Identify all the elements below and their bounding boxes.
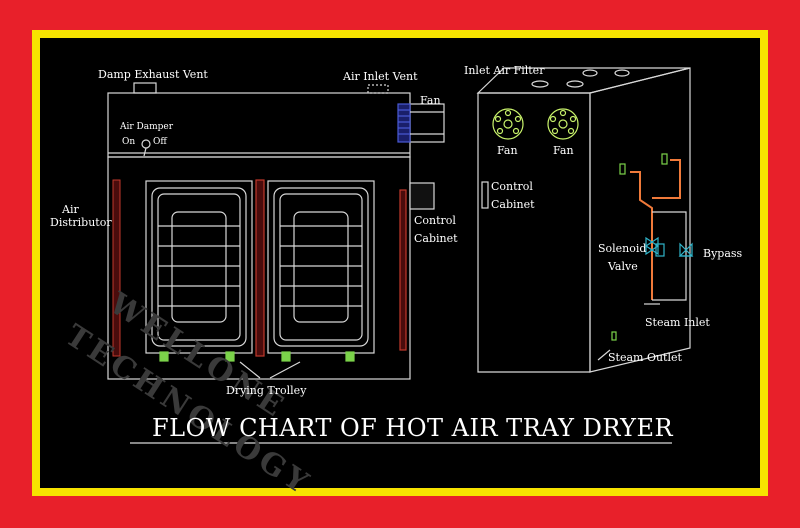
trolley-wheels: [159, 351, 355, 362]
label-drying-trolley: Drying Trolley: [226, 384, 307, 397]
air-distributor-left: [112, 179, 121, 357]
label-solenoid-1: Solenoid: [598, 242, 647, 255]
label-solenoid-2: Valve: [608, 260, 638, 273]
steam-fittings: [611, 153, 668, 341]
label-damp-exhaust-vent: Damp Exhaust Vent: [98, 68, 208, 81]
damp-exhaust-vent: [133, 82, 157, 94]
label-steam-outlet: Steam Outlet: [608, 351, 682, 364]
fan-housing: [409, 103, 445, 143]
tray-frame-right: [273, 187, 369, 347]
label-control-cabinet-left-1: Control: [414, 214, 456, 227]
tray-frame-left: [151, 187, 247, 347]
inlet-air-filter: [531, 69, 630, 88]
label-control-cabinet-right-2: Cabinet: [491, 198, 535, 211]
label-control-cabinet-left-2: Cabinet: [414, 232, 458, 245]
fan-motor: [397, 103, 411, 143]
label-air-inlet-vent: Air Inlet Vent: [343, 70, 418, 83]
label-fan-a: Fan: [497, 144, 518, 157]
trolley-bay-left: [145, 180, 253, 354]
label-steam-inlet: Steam Inlet: [645, 316, 710, 329]
label-control-cabinet-right-1: Control: [491, 180, 533, 193]
steam-pipe: [630, 159, 681, 300]
label-damper-off: Off: [153, 137, 167, 147]
control-cabinet-handle: [481, 181, 489, 209]
fan-icon-a: [492, 108, 524, 140]
label-fan-b: Fan: [553, 144, 574, 157]
air-distributor-right: [399, 189, 407, 351]
air-distributor-center: [255, 179, 265, 357]
trolley-bay-right: [267, 180, 375, 354]
air-inlet-vent: [367, 84, 389, 94]
air-damper-icon: [141, 139, 151, 157]
label-air-damper: Air Damper: [120, 122, 174, 132]
dryer-body: [107, 156, 411, 380]
label-damper-on: On: [122, 137, 136, 147]
fan-icon-b: [547, 108, 579, 140]
bypass-valve: [678, 242, 694, 257]
control-cabinet-panel: [409, 182, 435, 210]
label-inlet-air-filter: Inlet Air Filter: [464, 64, 545, 77]
solenoid-valve: [644, 236, 665, 257]
diagram-title: FLOW CHART OF HOT AIR TRAY DRYER: [152, 414, 674, 442]
label-air-distributor-2: Distributor: [50, 216, 112, 229]
label-air-distributor-1: Air: [62, 203, 79, 216]
label-bypass: Bypass: [703, 247, 743, 260]
label-fan-left: Fan: [420, 94, 441, 107]
